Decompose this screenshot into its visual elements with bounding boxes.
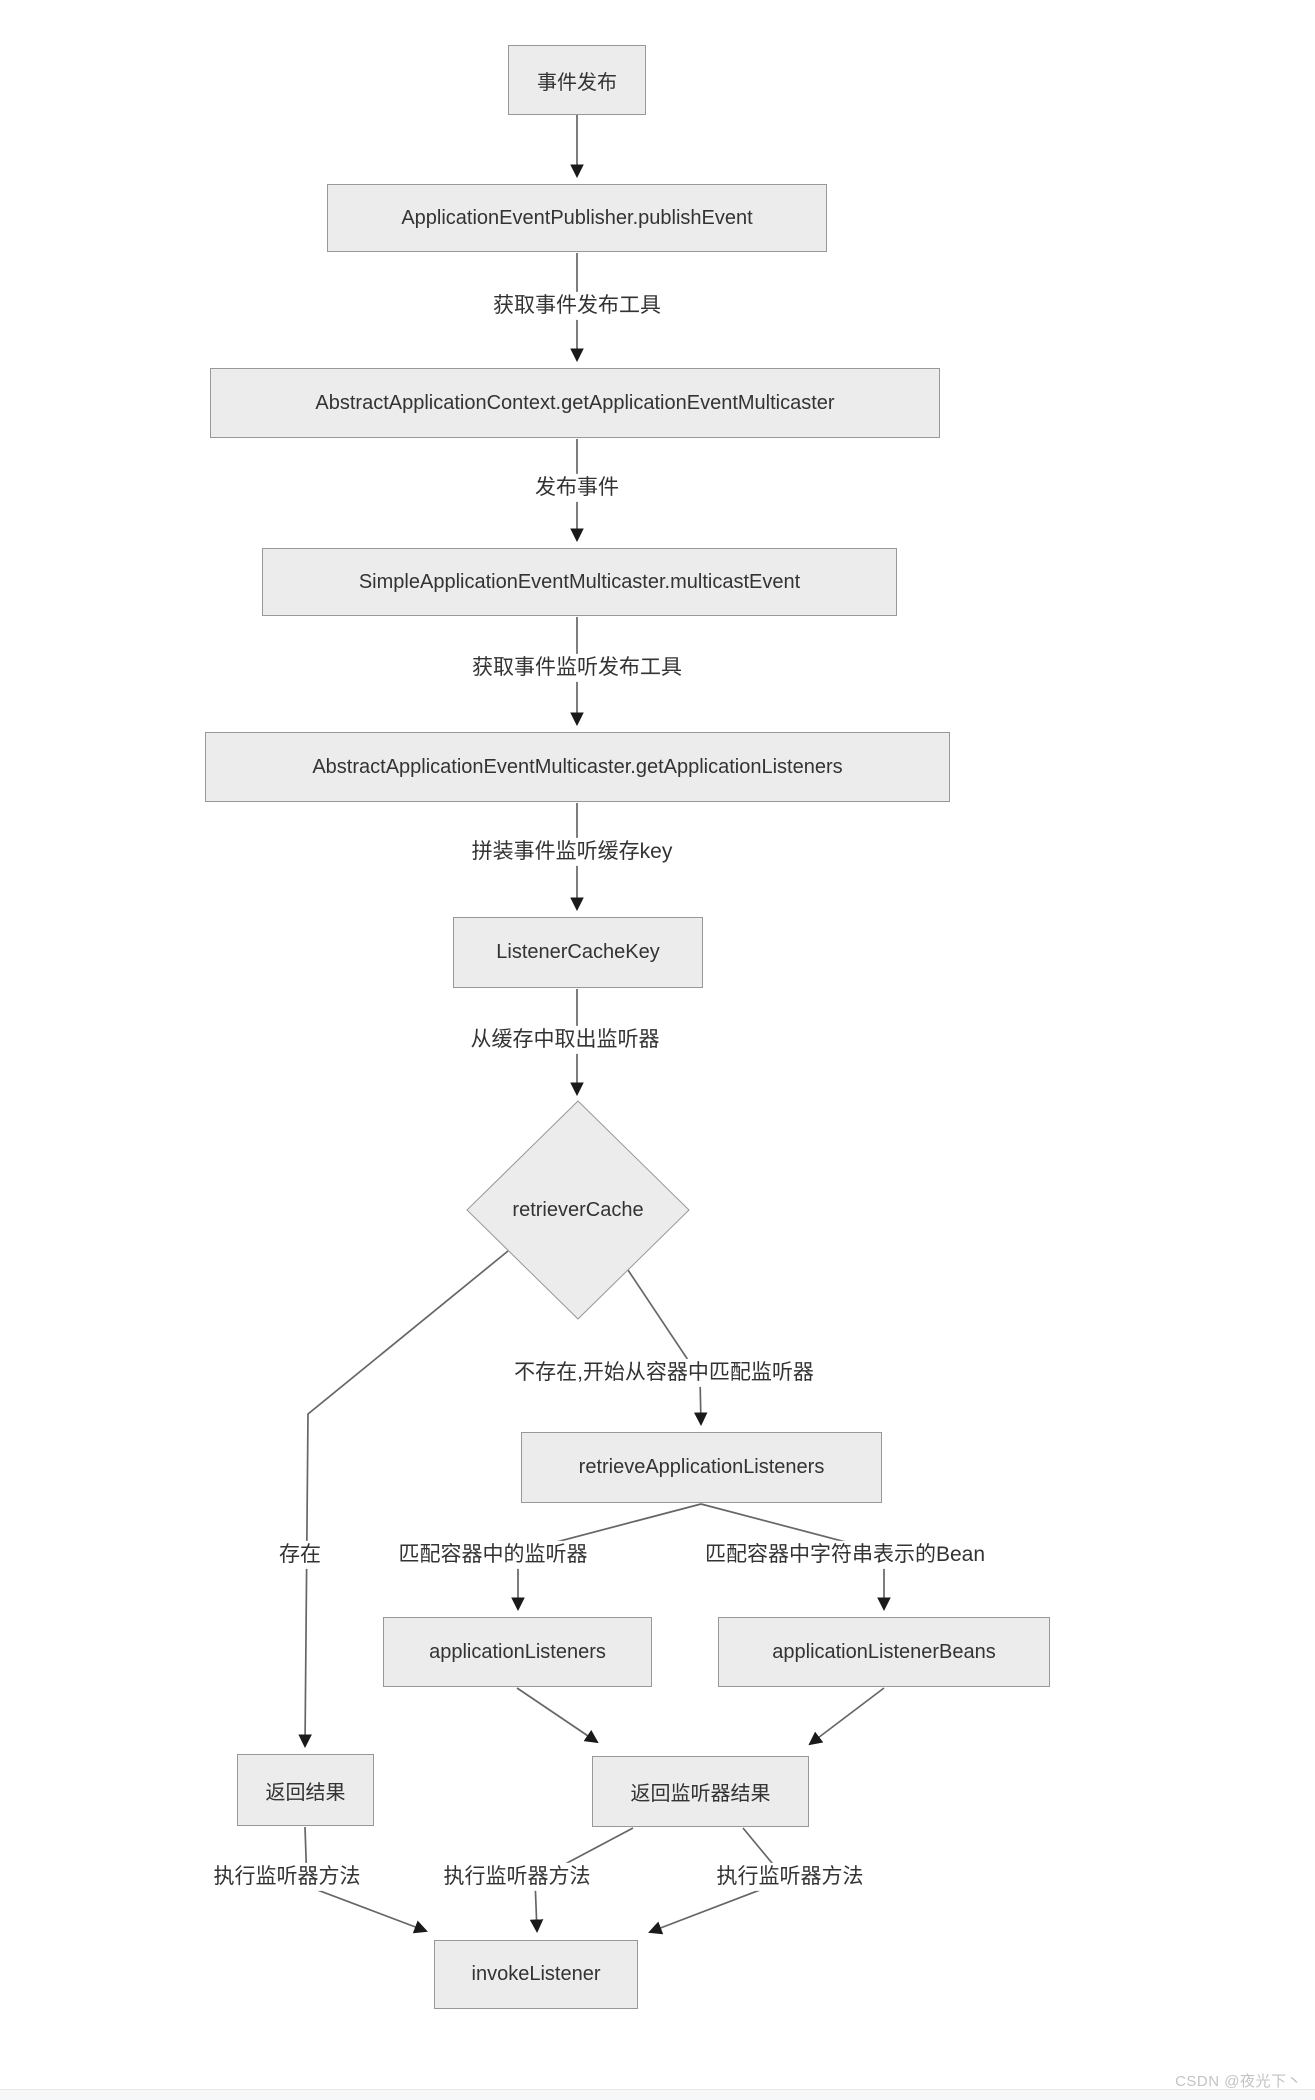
- node-retrieve-application-listeners: retrieveApplicationListeners: [521, 1432, 882, 1503]
- edge-label-invoke-method-left: 执行监听器方法: [209, 1862, 365, 1892]
- edge-label-not-exist: 不存在,开始从容器中匹配监听器: [510, 1358, 818, 1388]
- node-publish-event: ApplicationEventPublisher.publishEvent: [327, 184, 827, 252]
- edge-label-exist: 存在: [275, 1540, 325, 1570]
- node-get-multicaster: AbstractApplicationContext.getApplicatio…: [210, 368, 940, 438]
- edge-label-get-publish-tool: 获取事件发布工具: [489, 291, 665, 321]
- node-multicast-event: SimpleApplicationEventMulticaster.multic…: [262, 548, 897, 616]
- edge-exist-to-returnresult: [298, 1250, 509, 1749]
- node-return-result: 返回结果: [237, 1754, 374, 1826]
- edge-label-fetch-from-cache: 从缓存中取出监听器: [466, 1025, 664, 1055]
- node-return-listener-result: 返回监听器结果: [592, 1756, 809, 1827]
- edge-label-invoke-method-mid: 执行监听器方法: [439, 1862, 595, 1892]
- edge-label-match-listeners: 匹配容器中的监听器: [394, 1540, 592, 1570]
- node-retriever-cache: retrieverCache: [512, 1198, 644, 1221]
- csdn-watermark: CSDN @夜光下丶: [1175, 2073, 1302, 2090]
- edge-applicationlisteners-to-returnlistenerresult: [516, 1687, 599, 1744]
- edge-label-assemble-cache-key: 拼装事件监听缓存key: [467, 837, 677, 867]
- node-application-listener-beans: applicationListenerBeans: [718, 1617, 1050, 1687]
- bottom-page-band: [0, 2089, 1315, 2100]
- node-invoke-listener: invokeListener: [434, 1940, 638, 2009]
- node-listener-cache-key: ListenerCacheKey: [453, 917, 703, 988]
- node-get-listeners: AbstractApplicationEventMulticaster.getA…: [205, 732, 950, 802]
- edge-label-publish: 发布事件: [531, 473, 623, 503]
- node-application-listeners: applicationListeners: [383, 1617, 652, 1687]
- edge-listenerbeans-to-returnlistenerresult: [808, 1687, 885, 1746]
- edge-label-match-beans: 匹配容器中字符串表示的Bean: [700, 1540, 990, 1570]
- edge-notexist-to-retrievelisteners: [627, 1269, 708, 1427]
- edge-label-invoke-method-right: 执行监听器方法: [712, 1862, 868, 1892]
- node-event-publish: 事件发布: [508, 45, 646, 115]
- retriever-cache-diamond-shape: [466, 1100, 690, 1320]
- edge-label-get-listen-tool: 获取事件监听发布工具: [468, 653, 686, 683]
